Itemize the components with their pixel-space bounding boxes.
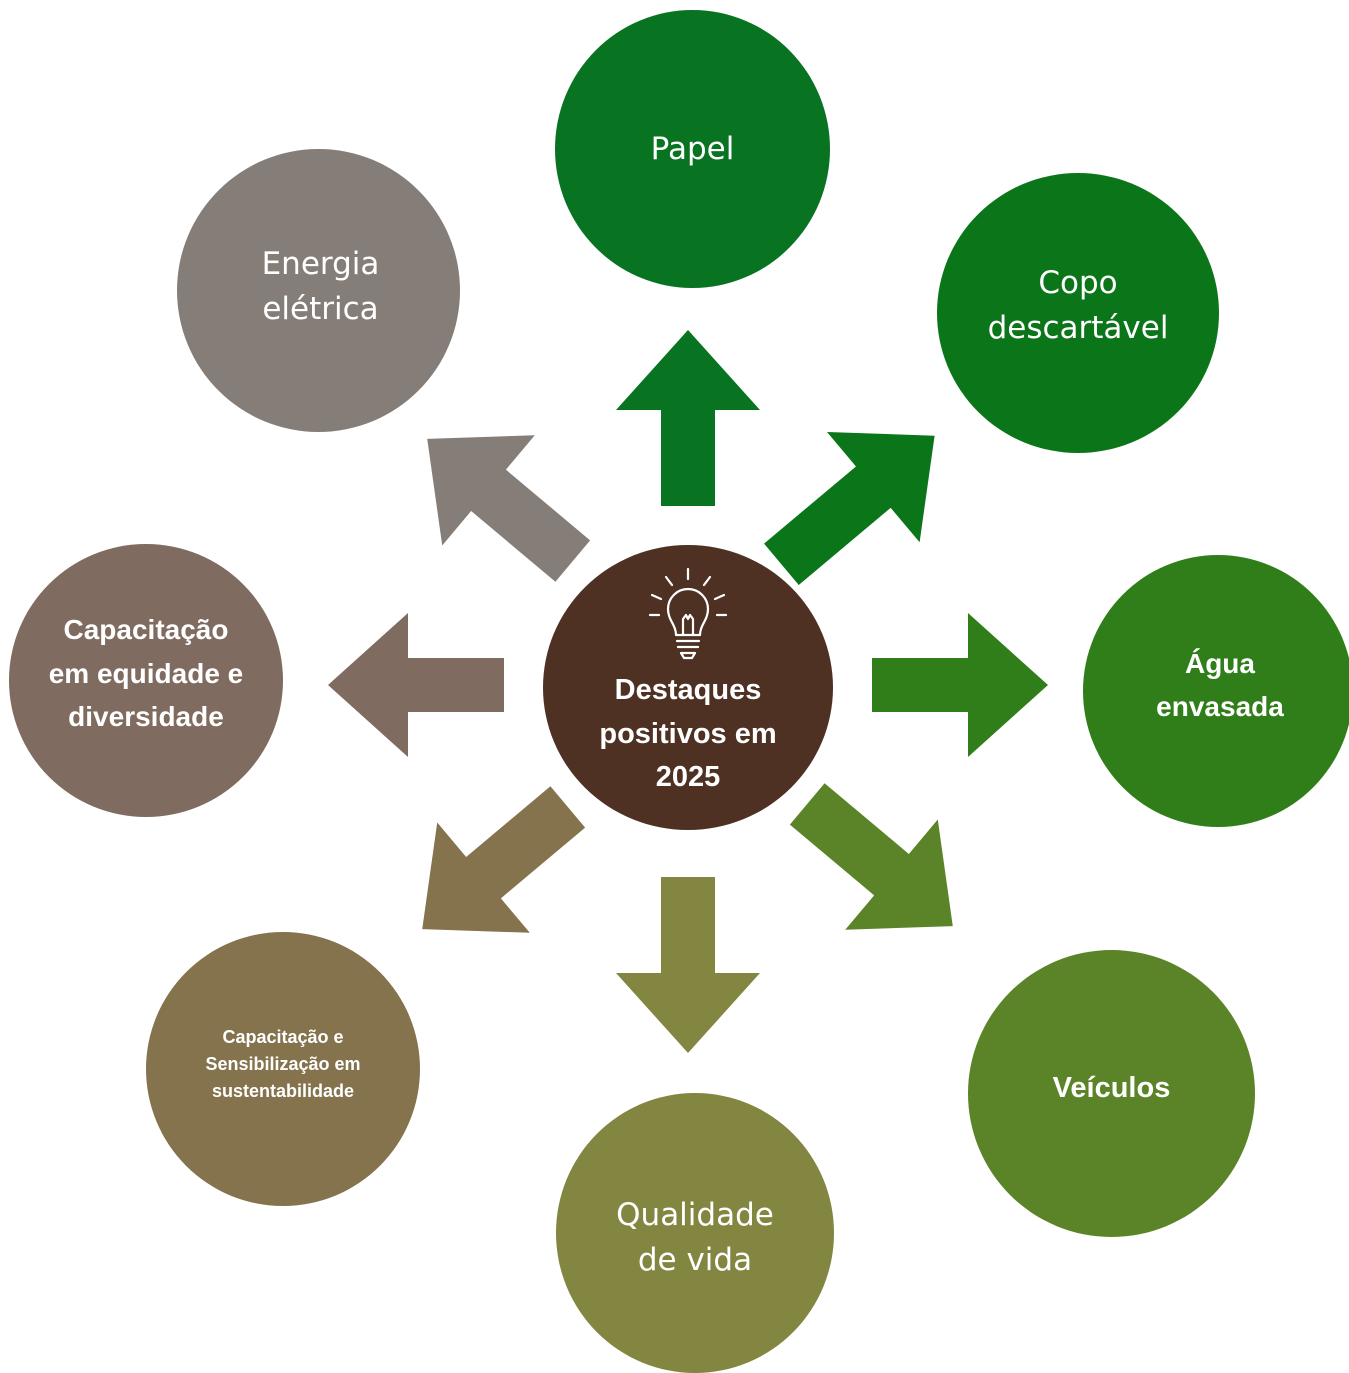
node-copo-descartavel-label: Copo descartável — [987, 265, 1169, 346]
node-veiculos-label: Veículos — [1052, 1072, 1171, 1104]
node-papel: Papel — [555, 10, 830, 288]
arrow-sensibilizacao — [422, 786, 586, 933]
node-energia-eletrica: Energia elétrica — [177, 149, 460, 432]
node-veiculos: Veículos — [968, 950, 1255, 1237]
arrow-papel — [616, 330, 760, 506]
node-sensibilizacao-sustentabilidade: Capacitação e Sensibilização em sustenta… — [146, 932, 420, 1206]
node-agua-envasada-label: Água envasada — [1156, 647, 1284, 722]
node-copo-descartavel: Copo descartável — [937, 173, 1219, 453]
arrow-veiculos — [789, 783, 953, 930]
arrow-copo — [764, 431, 935, 585]
arrow-equidade — [328, 613, 504, 757]
arrow-agua — [872, 613, 1048, 757]
center-label: Destaques positivos em 2025 — [599, 674, 777, 794]
lightbulb-icon — [648, 568, 728, 660]
node-sensibilizacao-label: Capacitação e Sensibilização em sustenta… — [205, 1026, 361, 1101]
node-qualidade-de-vida-label: Qualidade de vida — [616, 1197, 774, 1278]
node-agua-envasada: Água envasada — [1083, 555, 1349, 827]
node-qualidade-de-vida: Qualidade de vida — [556, 1093, 834, 1373]
node-energia-eletrica-label: Energia elétrica — [261, 245, 380, 327]
center-node: Destaques positivos em 2025 — [543, 545, 833, 830]
node-capacitacao-equidade-label: Capacitação em equidade e diversidade — [48, 614, 244, 733]
node-papel-label: Papel — [650, 130, 735, 167]
arrow-energia — [427, 435, 591, 582]
node-capacitacao-equidade: Capacitação em equidade e diversidade — [9, 544, 283, 817]
arrow-qualidade — [616, 877, 760, 1053]
